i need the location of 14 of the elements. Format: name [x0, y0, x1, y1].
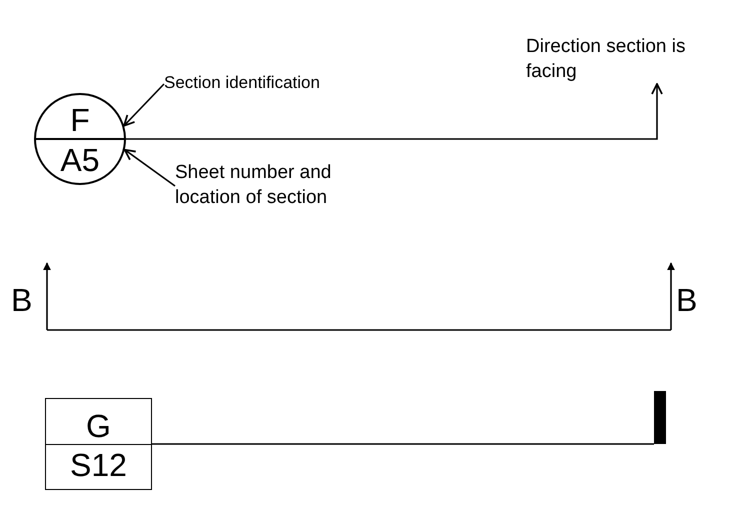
section-letter: G — [86, 408, 111, 444]
section-symbol-box — [45, 398, 152, 490]
annotation-text: Sheet number and location of section — [175, 160, 375, 212]
section-label: B — [676, 281, 698, 320]
section-line — [152, 443, 654, 445]
section-end-bar — [654, 391, 666, 444]
sheet-reference: S12 — [70, 446, 127, 484]
section-letter: F — [70, 102, 90, 138]
leader-arrow — [123, 83, 165, 127]
section-line — [126, 83, 663, 140]
section-label: B — [11, 281, 32, 320]
annotation-text: Section identification — [164, 70, 374, 94]
sheet-reference: A5 — [60, 141, 100, 180]
annotation-text: Direction section is facing — [526, 34, 726, 84]
